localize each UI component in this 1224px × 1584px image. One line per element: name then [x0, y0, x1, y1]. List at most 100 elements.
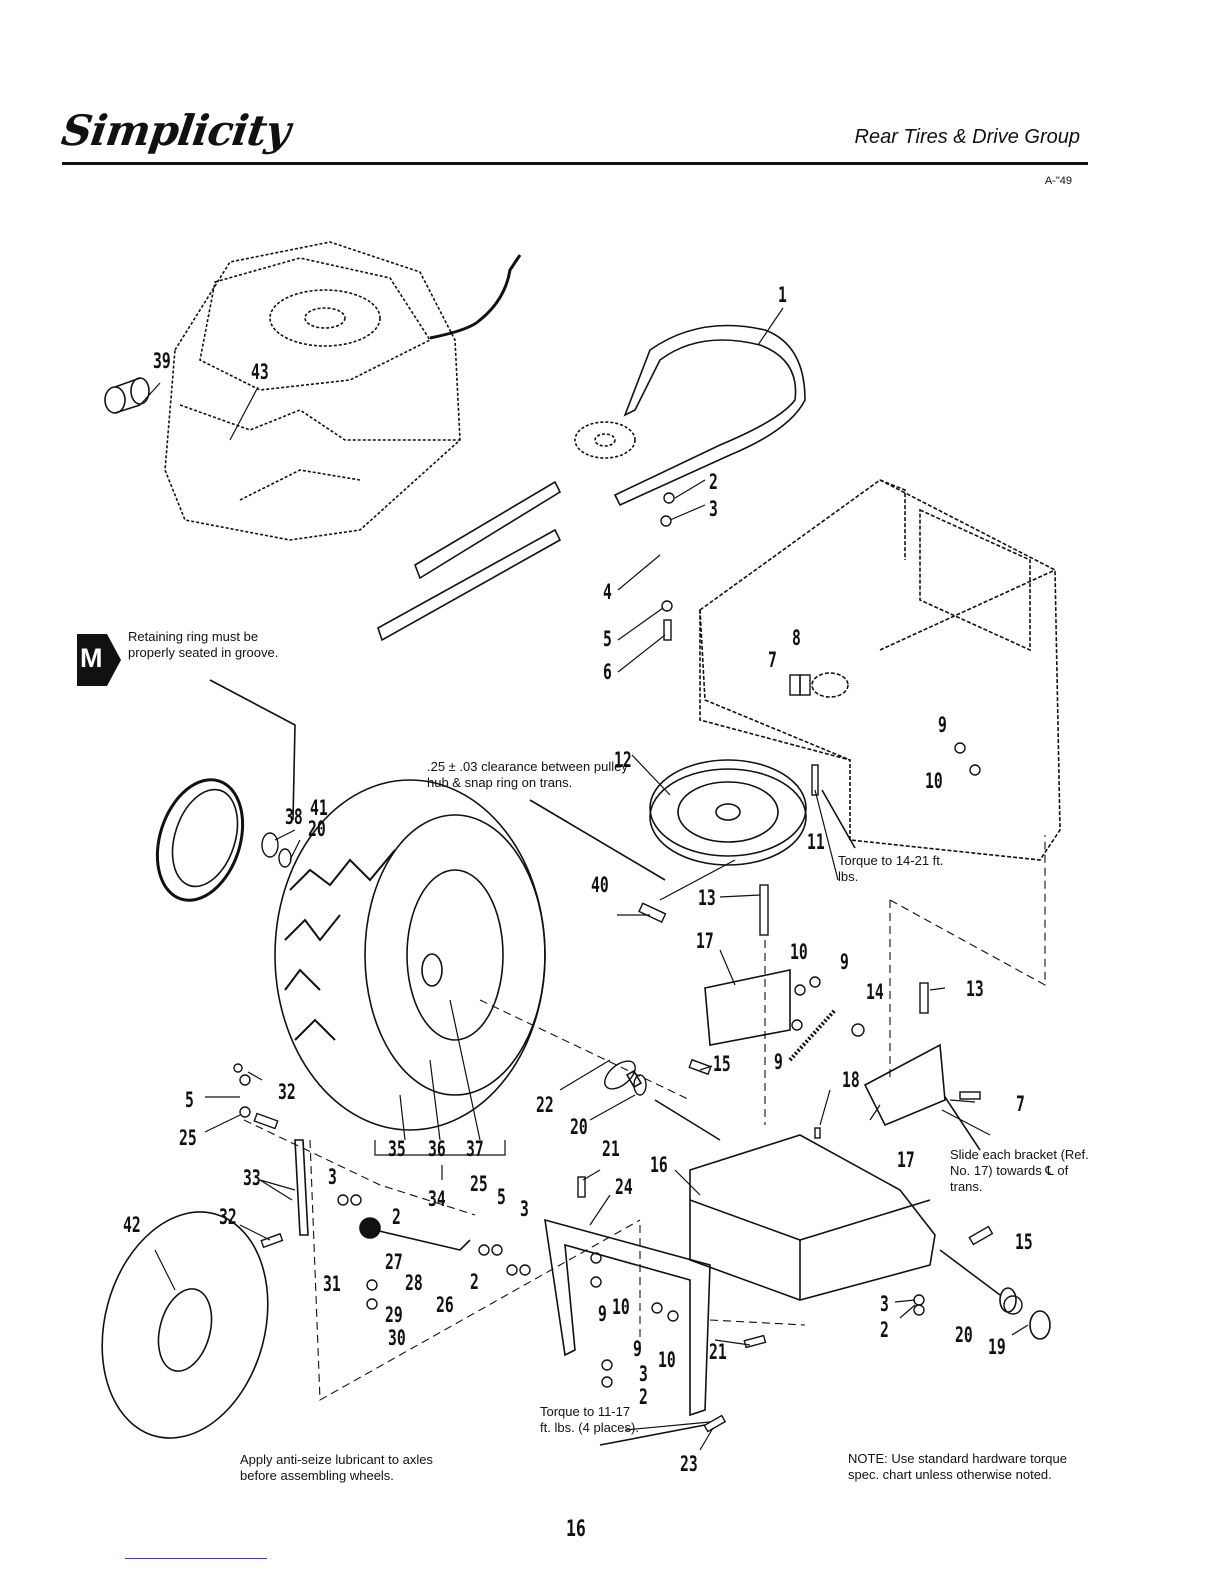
callout-20b: 20: [570, 1115, 588, 1139]
callout-25: 25: [470, 1172, 488, 1196]
callout-2b: 2: [392, 1205, 401, 1229]
spring-14: [788, 1008, 837, 1062]
callout-9: 9: [938, 713, 947, 737]
section-title: Rear Tires & Drive Group: [854, 126, 1080, 148]
hardware-items: [233, 492, 1023, 1433]
bar-upper: [414, 480, 562, 580]
callout-30: 30: [388, 1326, 406, 1350]
callout-34: 34: [428, 1187, 446, 1211]
anti-seize-note: Apply anti-seize lubricant to axles befo…: [240, 1452, 433, 1483]
callout-7: 7: [768, 648, 777, 672]
callout-10b: 10: [790, 940, 808, 964]
callout-32: 32: [278, 1080, 296, 1104]
callout-20c: 20: [955, 1323, 973, 1347]
callout-41: 41: [310, 796, 328, 820]
m-badge-arrow: [107, 634, 121, 686]
callout-3c: 3: [520, 1197, 529, 1221]
belt-drawing: [613, 324, 806, 507]
callout-5c: 5: [497, 1185, 506, 1209]
callout-17: 17: [696, 929, 714, 953]
callout-23: 23: [680, 1452, 698, 1476]
callout-39: 39: [153, 349, 171, 373]
callout-15: 15: [713, 1052, 731, 1076]
bracket-17-left: [704, 969, 791, 1046]
callout-36: 36: [428, 1137, 446, 1161]
knob-27: [359, 1217, 381, 1239]
callout-25b: 25: [179, 1126, 197, 1150]
callout-40: 40: [591, 873, 609, 897]
callout-38: 38: [285, 805, 303, 829]
slide-bracket-note: Slide each bracket (Ref. No. 17) towards…: [950, 1147, 1089, 1194]
rod-26: [374, 1229, 471, 1251]
callout-32b: 32: [219, 1205, 237, 1229]
callout-2e: 2: [880, 1318, 889, 1342]
retaining-ring-leader: [209, 679, 296, 821]
support-bracket-24: [544, 1218, 711, 1417]
clearance-note: .25 ± .03 clearance between pulley hub &…: [427, 759, 628, 790]
transmission-drawing: [625, 1069, 1051, 1340]
torque-14-21-leader: [821, 789, 856, 849]
bar-lower: [377, 528, 562, 642]
callout-3e: 3: [880, 1292, 889, 1316]
callout-26: 26: [436, 1293, 454, 1317]
callout-33: 33: [243, 1166, 261, 1190]
callout-17b: 17: [897, 1148, 915, 1172]
footer-link-line: [125, 1558, 267, 1559]
callout-2c: 2: [470, 1270, 479, 1294]
callout-24: 24: [615, 1175, 633, 1199]
drive-pulley-drawing: [649, 759, 807, 866]
leader-lines: [139, 307, 1029, 1451]
callout-29: 29: [385, 1303, 403, 1327]
rear-tire-drawing: [274, 779, 546, 1131]
torque-14-21-note: Torque to 14-21 ft. lbs.: [838, 853, 944, 884]
clearance-leader: [529, 799, 666, 881]
callout-31: 31: [323, 1272, 341, 1296]
callout-21b: 21: [709, 1340, 727, 1364]
callout-8: 8: [792, 626, 801, 650]
callout-21: 21: [602, 1137, 620, 1161]
engine-cable: [429, 254, 522, 340]
centerlines: [243, 835, 1046, 1401]
callout-20: 20: [308, 817, 326, 841]
callout-10c: 10: [612, 1295, 630, 1319]
diagram-code: A-"49: [1044, 175, 1072, 187]
page-number: 16: [566, 1517, 586, 1542]
callout-16: 16: [650, 1153, 668, 1177]
callout-3: 3: [709, 497, 718, 521]
callout-37: 37: [466, 1137, 484, 1161]
linkage-33: [294, 1139, 309, 1236]
m-badge-letter: M: [80, 643, 103, 673]
callout-5: 5: [603, 627, 612, 651]
callout-10d: 10: [658, 1348, 676, 1372]
callout-3d: 3: [639, 1362, 648, 1386]
callout-9e: 9: [633, 1337, 642, 1361]
callout-9c: 9: [774, 1050, 783, 1074]
hardware-note: NOTE: Use standard hardware torque spec.…: [848, 1451, 1067, 1482]
callout-9b: 9: [840, 950, 849, 974]
callout-2: 2: [709, 470, 718, 494]
bushing-39-drawing: [104, 377, 150, 414]
torque-11-17-leader: [599, 1424, 706, 1446]
callout-27: 27: [385, 1250, 403, 1274]
callout-19: 19: [988, 1335, 1006, 1359]
callout-3b: 3: [328, 1165, 337, 1189]
callout-18: 18: [842, 1068, 860, 1092]
callout-6: 6: [603, 660, 612, 684]
engine-drawing: [164, 241, 461, 541]
callout-12: 12: [614, 748, 632, 772]
small-pulley-drawing: [574, 421, 636, 459]
header-rule: [62, 162, 1088, 165]
retaining-ring-note: Retaining ring must be properly seated i…: [128, 629, 279, 660]
callout-4: 4: [603, 580, 612, 604]
frame-drawing: [699, 479, 1061, 861]
slide-bracket-leader: [944, 1096, 981, 1151]
callout-35: 35: [388, 1137, 406, 1161]
callout-2d: 2: [639, 1385, 648, 1409]
callout-7b: 7: [1016, 1092, 1025, 1116]
torque-11-17-note: Torque to 11-17 ft. lbs. (4 places).: [540, 1404, 639, 1435]
callout-13: 13: [698, 886, 716, 910]
callout-11: 11: [807, 830, 825, 854]
callout-22: 22: [536, 1093, 554, 1117]
callout-15b: 15: [1015, 1230, 1033, 1254]
